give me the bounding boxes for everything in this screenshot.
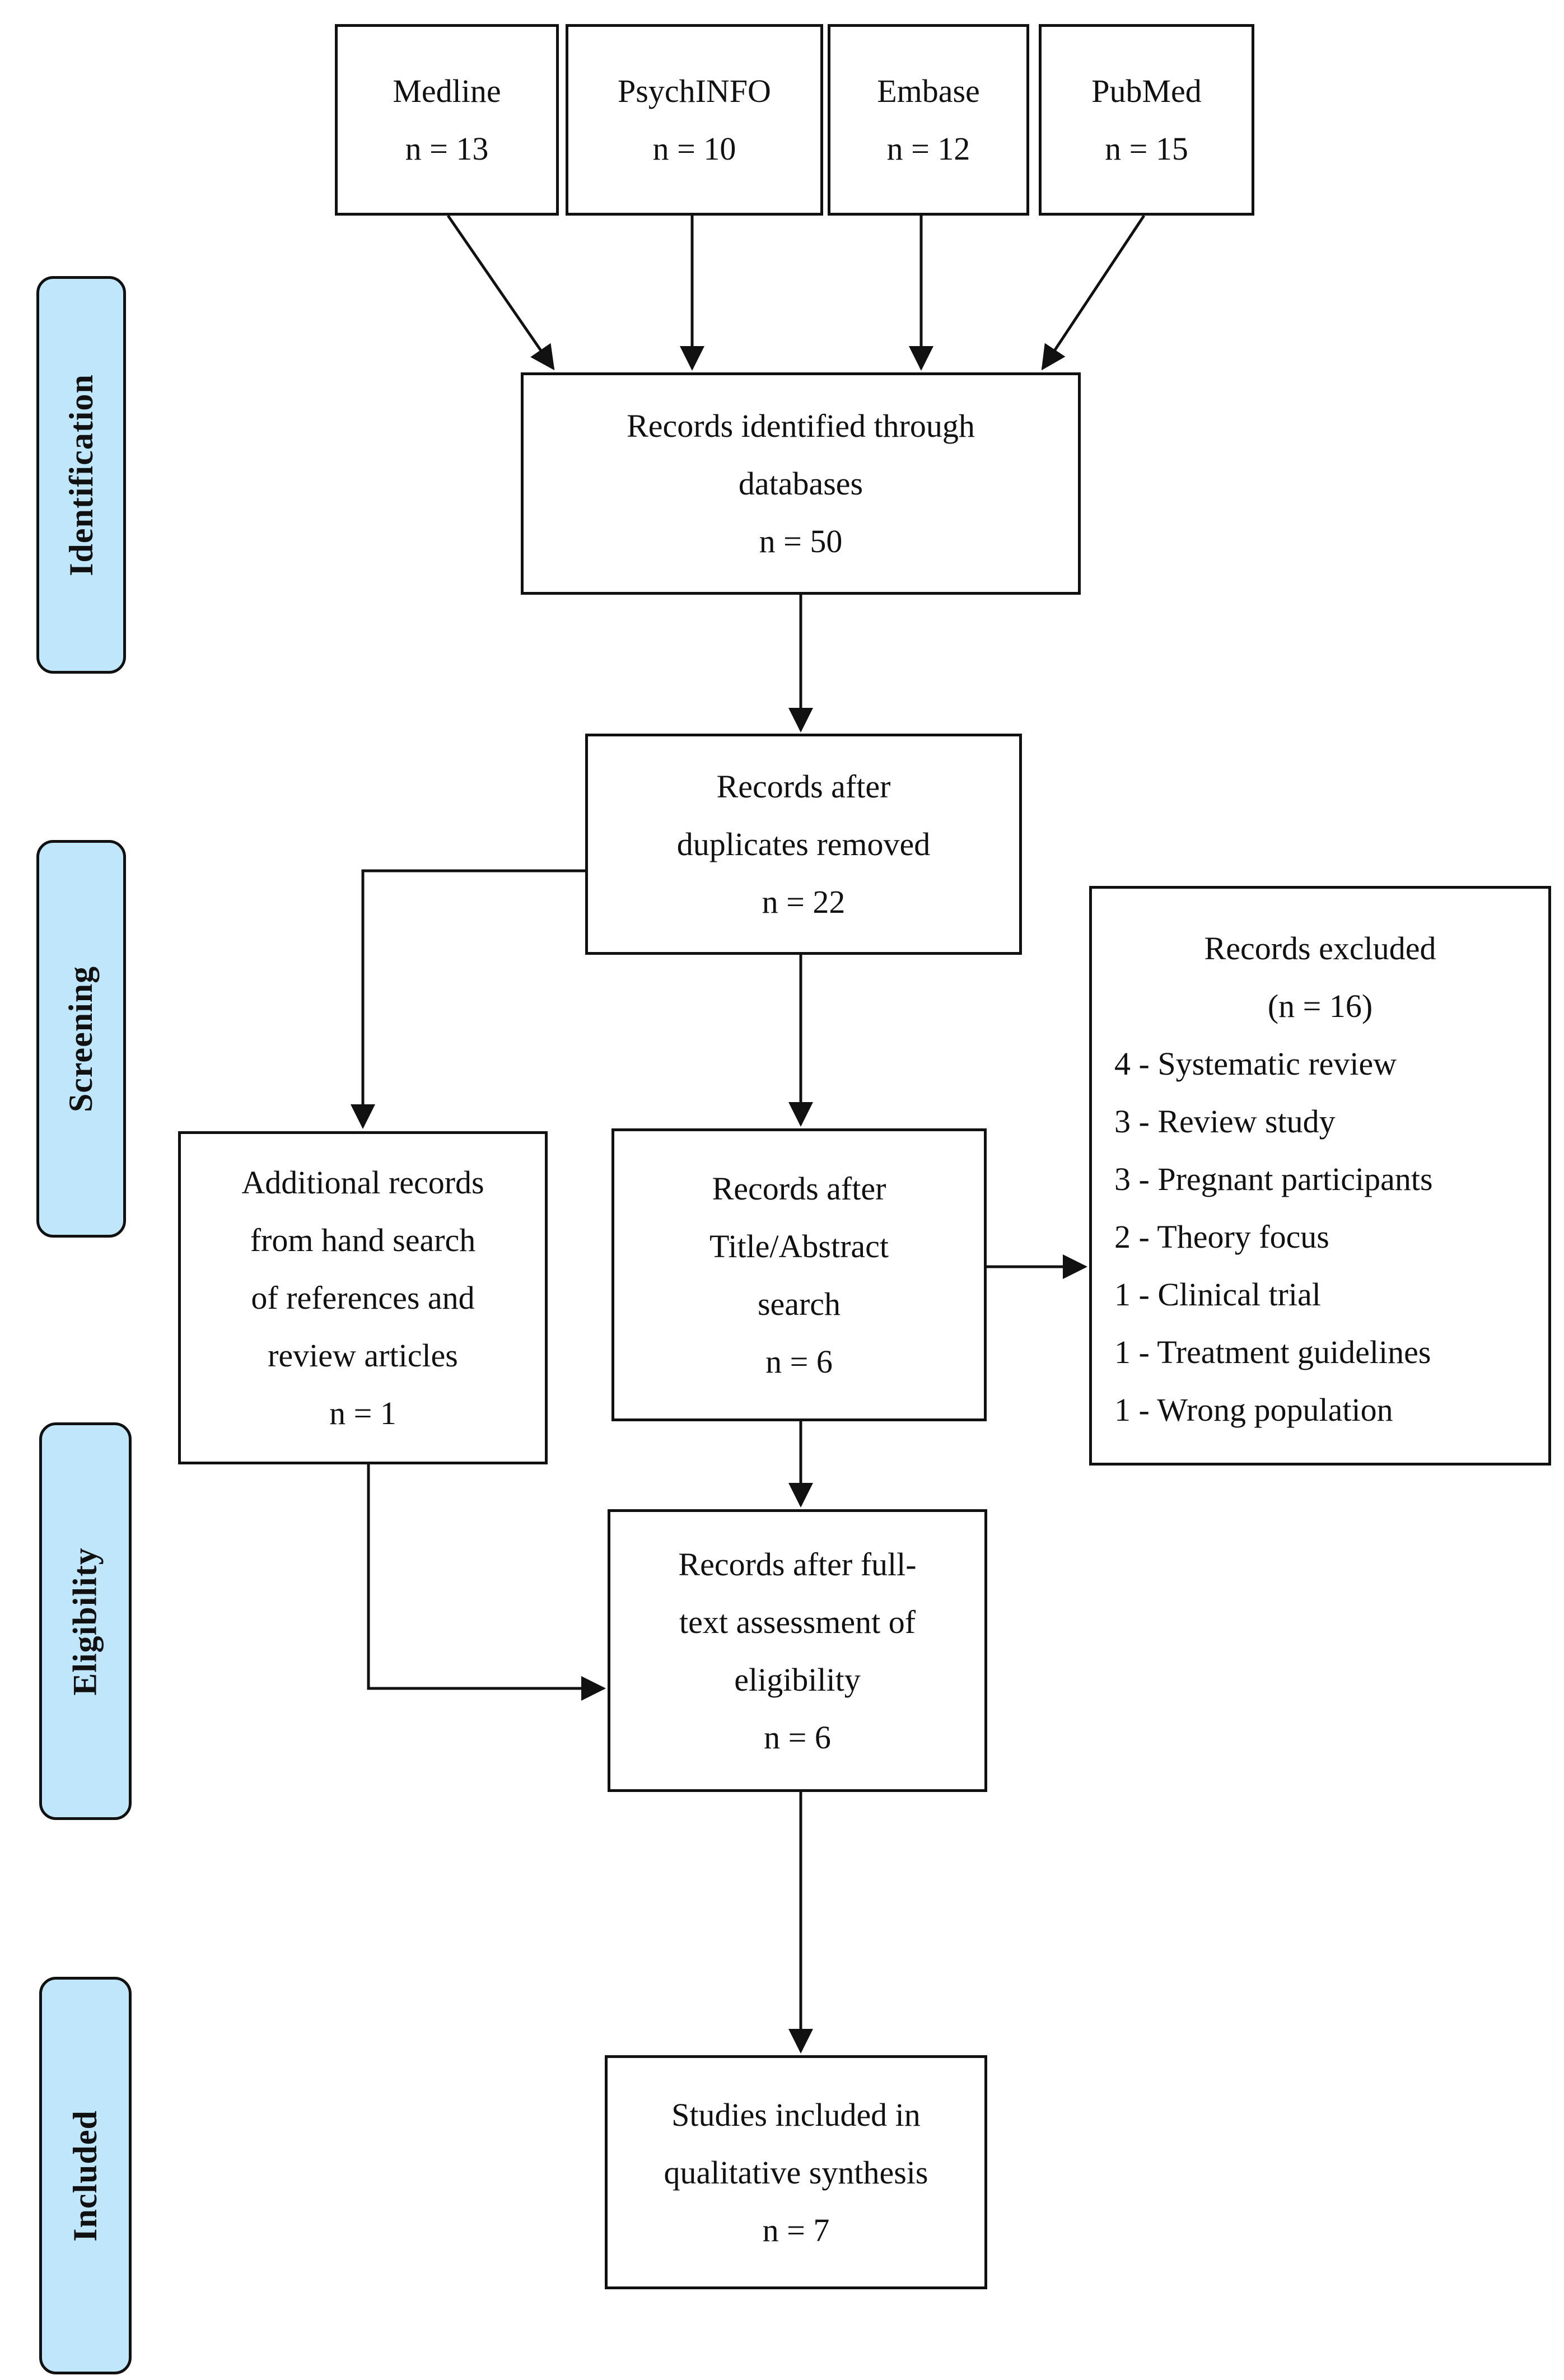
source-name: PsychINFO (618, 73, 771, 109)
box-text: search (757, 1285, 841, 1322)
box-count: n = 6 (765, 1343, 833, 1380)
excluded-reason: 3 - Review study (1114, 1103, 1336, 1140)
phase-screening: Screening (36, 840, 126, 1238)
box-text: of references and (251, 1280, 475, 1316)
arrow-pubmed-to-identified (1041, 214, 1146, 371)
hand-search-box: Additional records from hand search of r… (178, 1131, 548, 1464)
source-name: Embase (877, 73, 980, 109)
source-box-psychinfo: PsychINFO n = 10 (566, 24, 823, 216)
included-box: Studies included in qualitative synthesi… (605, 2055, 987, 2289)
excluded-reason: 1 - Treatment guidelines (1114, 1334, 1431, 1370)
source-box-pubmed: PubMed n = 15 (1039, 24, 1254, 216)
deduplicated-box: Records after duplicates removed n = 22 (585, 734, 1022, 955)
box-count: n = 6 (764, 1719, 831, 1756)
box-text: eligibility (734, 1661, 861, 1698)
box-text: Title/Abstract (709, 1228, 889, 1264)
phase-included: Included (39, 1977, 132, 2374)
source-count: n = 12 (886, 130, 970, 167)
box-text: Records after full- (678, 1546, 917, 1583)
source-count: n = 10 (652, 130, 736, 167)
box-text: review articles (268, 1337, 458, 1374)
box-text: qualitative synthesis (664, 2154, 928, 2191)
arrow-hand-search-to-full-text (367, 1464, 606, 1701)
box-count: n = 7 (762, 2211, 830, 2248)
source-count: n = 13 (405, 130, 489, 167)
title-abstract-box: Records after Title/Abstract search n = … (611, 1128, 987, 1421)
excluded-title: Records excluded (1204, 930, 1436, 967)
excluded-reason: 1 - Wrong population (1114, 1392, 1393, 1428)
excluded-box: Records excluded (n = 16) 4 - Systematic… (1089, 886, 1551, 1466)
box-text: from hand search (250, 1222, 476, 1258)
excluded-reason: 4 - Systematic review (1114, 1046, 1397, 1082)
box-text: Studies included in (671, 2096, 921, 2133)
box-text: text assessment of (679, 1603, 916, 1640)
box-text: databases (738, 465, 863, 502)
excluded-reason: 3 - Pregnant participants (1114, 1161, 1433, 1197)
identified-box: Records identified through databases n =… (521, 372, 1081, 595)
box-text: Records identified through (627, 408, 975, 444)
source-name: Medline (393, 73, 501, 109)
box-count: n = 22 (762, 884, 846, 920)
full-text-box: Records after full- text assessment of e… (608, 1509, 987, 1792)
box-count: n = 1 (329, 1395, 396, 1431)
source-name: PubMed (1091, 73, 1202, 109)
source-box-medline: Medline n = 13 (335, 24, 559, 216)
box-text: Additional records (241, 1164, 484, 1201)
box-text: duplicates removed (676, 826, 931, 862)
excluded-reason: 1 - Clinical trial (1114, 1276, 1321, 1313)
excluded-count: (n = 16) (1267, 988, 1373, 1024)
source-box-embase: Embase n = 12 (828, 24, 1029, 216)
source-count: n = 15 (1105, 130, 1188, 167)
phase-identification: Identification (36, 276, 126, 674)
box-text: Records after (716, 768, 891, 805)
phase-eligibility: Eligibility (39, 1422, 132, 1820)
excluded-reason: 2 - Theory focus (1114, 1219, 1329, 1255)
arrow-deduplicated-to-hand-search (351, 869, 585, 1129)
arrow-medline-to-identified (446, 214, 555, 371)
box-text: Records after (712, 1170, 886, 1207)
box-count: n = 50 (759, 523, 843, 559)
